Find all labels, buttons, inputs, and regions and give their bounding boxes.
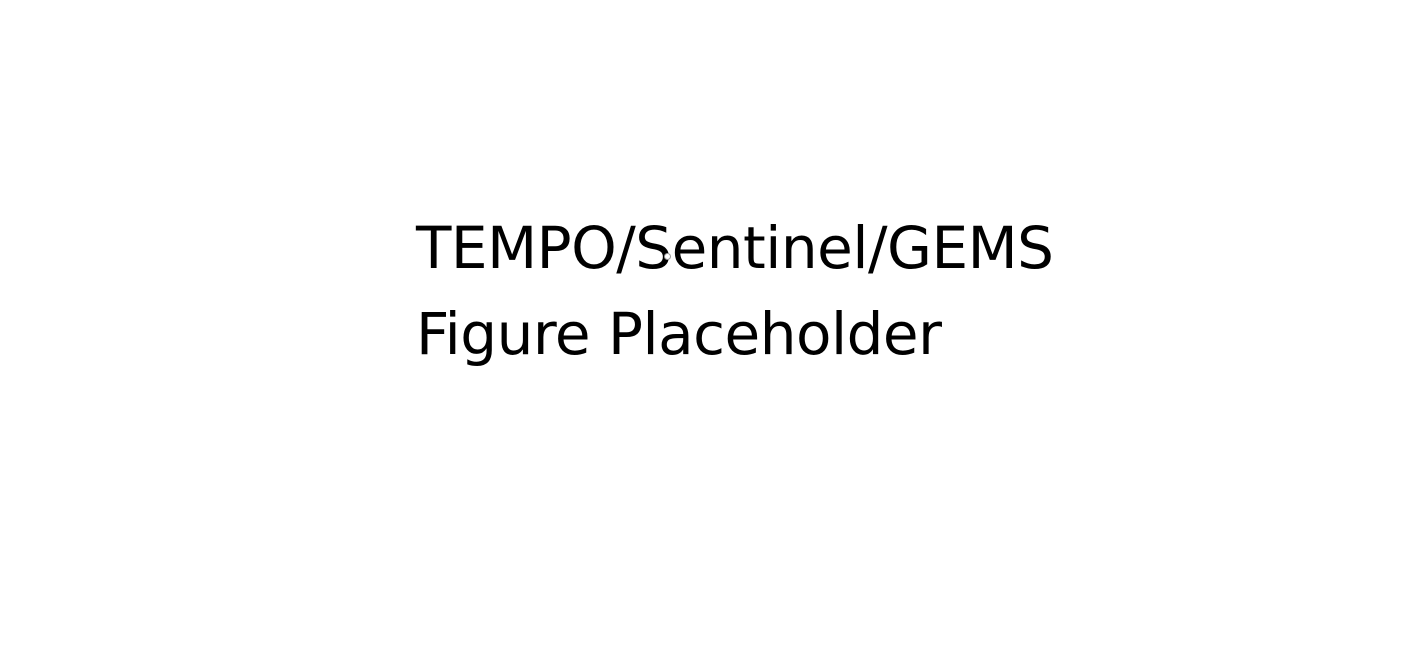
cursor-dot-icon <box>664 253 671 260</box>
placeholder-title-line-2: Figure Placeholder <box>416 300 942 368</box>
placeholder-title-line-1: TEMPO/Sentinel/GEMS <box>416 214 1054 282</box>
figure-placeholder: TEMPO/Sentinel/GEMS Figure Placeholder <box>416 205 1316 377</box>
